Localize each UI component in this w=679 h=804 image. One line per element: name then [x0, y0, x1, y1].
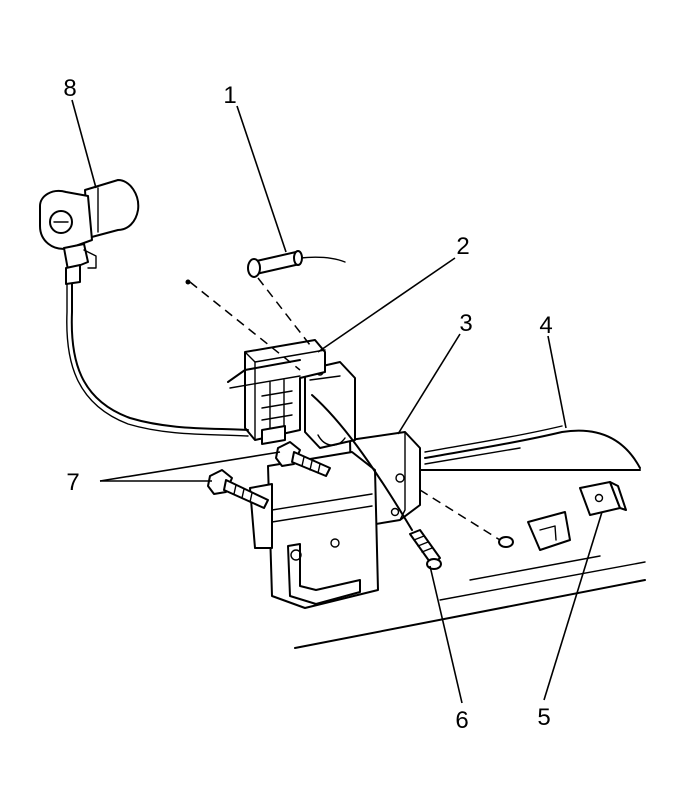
- callout-2: 2: [456, 233, 469, 260]
- leader-4: [547, 335, 567, 429]
- leader-lines: [71, 99, 603, 704]
- leader-6: [429, 565, 463, 704]
- pin-part-1: [185, 250, 346, 371]
- callout-3: 3: [459, 310, 472, 337]
- callout-7: 7: [66, 469, 79, 496]
- callout-1: 1: [223, 82, 236, 109]
- actuator-part-2: [227, 339, 413, 531]
- leader-1: [236, 105, 287, 253]
- leader-2: [317, 257, 456, 353]
- bolts-part-7: [207, 441, 331, 509]
- leader-3: [397, 333, 461, 435]
- clip-nut-part-5: [579, 481, 627, 516]
- callout-5: 5: [537, 704, 550, 731]
- latch-part-3: [249, 361, 421, 609]
- push-pin-part-6: [409, 489, 514, 570]
- leader-5: [543, 511, 603, 701]
- panel-part-4: [294, 425, 646, 649]
- callouts: 1 2 3 4 5 6 7 8: [63, 75, 552, 734]
- callout-4: 4: [539, 312, 552, 339]
- callout-6: 6: [455, 707, 468, 734]
- callout-8: 8: [63, 75, 76, 102]
- leader-8: [71, 99, 97, 189]
- leader-7b: [99, 451, 281, 482]
- lock-cylinder-part-8: [39, 179, 249, 437]
